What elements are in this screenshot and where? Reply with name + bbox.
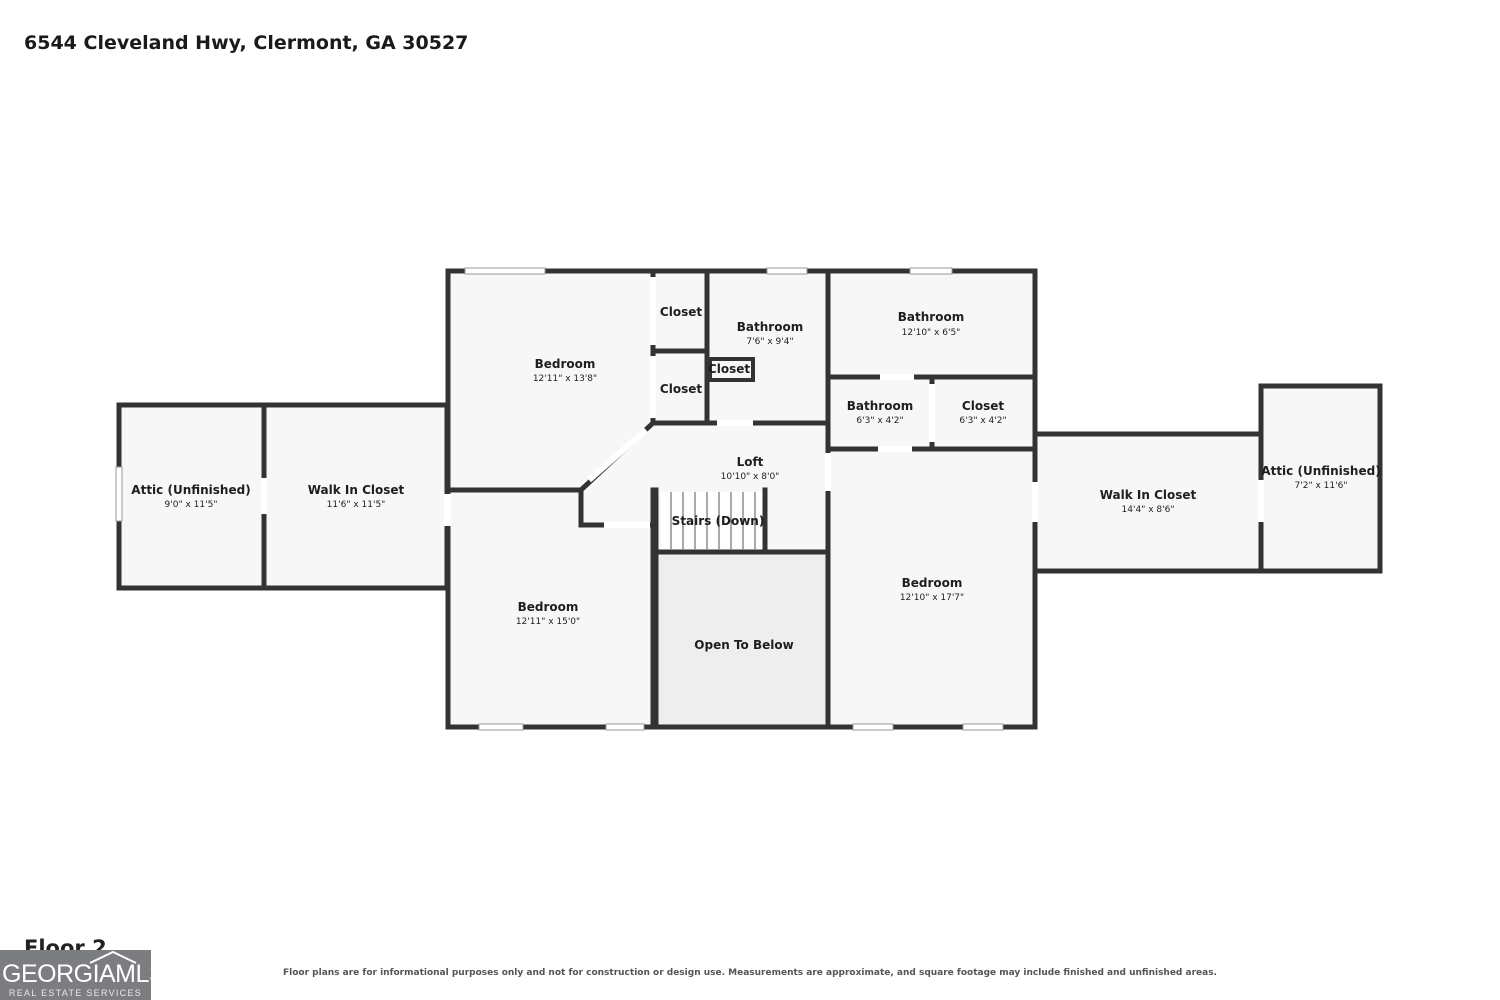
fill-right-attic [1261, 386, 1380, 571]
room-dims-attic-right: 7'2" x 11'6" [1295, 481, 1348, 491]
room-dims-loft: 10'10" x 8'0" [721, 472, 780, 482]
wall-right-attic [1258, 383, 1383, 574]
room-name-bathroom-top-right: Bathroom [898, 310, 964, 324]
room-dims-bathroom-center: 7'6" x 9'4" [746, 337, 793, 347]
room-dims-bedroom-right: 12'10" x 17'7" [900, 593, 964, 603]
room-dims-bathroom-small: 6'3" x 4'2" [856, 416, 903, 426]
roof-icon [89, 950, 137, 964]
fill-left-wing [119, 405, 447, 588]
room-labels: Attic (Unfinished) 9'0" x 11'5" Walk In … [131, 305, 1380, 652]
room-dims-closet-4: 6'3" x 4'2" [959, 416, 1006, 426]
room-name-attic-right: Attic (Unfinished) [1261, 464, 1380, 478]
fill-right-closet [1035, 434, 1261, 571]
door-openings [261, 277, 1264, 528]
room-name-closet-3: Closet [708, 362, 750, 376]
disclaimer: Floor plans are for informational purpos… [283, 968, 1217, 978]
stairs-fill [661, 492, 764, 549]
logo-subtitle: REAL ESTATE SERVICES [8, 988, 143, 998]
room-dims-walk-in-closet-right: 14'4" x 8'6" [1122, 505, 1175, 515]
room-name-bedroom-right: Bedroom [902, 576, 963, 590]
room-name-walk-in-closet-left: Walk In Closet [308, 483, 405, 497]
room-name-bathroom-center: Bathroom [737, 320, 803, 334]
room-dims-bedroom-top-left: 12'11" x 13'8" [533, 374, 597, 384]
room-name-closet-1: Closet [660, 305, 702, 319]
room-name-closet-4: Closet [962, 399, 1004, 413]
logo-name: GEORGIAMLS [2, 960, 151, 988]
property-address: 6544 Cleveland Hwy, Clermont, GA 30527 [24, 32, 469, 54]
georgia-mls-logo: GEORGIAMLS REAL ESTATE SERVICES [0, 950, 151, 1000]
room-dims-attic-left: 9'0" x 11'5" [165, 500, 218, 510]
room-name-bedroom-bottom-left: Bedroom [518, 600, 579, 614]
room-dims-bedroom-bottom-left: 12'11" x 15'0" [516, 617, 580, 627]
room-name-closet-2: Closet [660, 382, 702, 396]
stair-treads [670, 492, 756, 549]
room-dims-walk-in-closet-left: 11'6" x 11'5" [327, 500, 386, 510]
room-name-bathroom-small: Bathroom [847, 399, 913, 413]
windows [115, 267, 1004, 731]
room-name-stairs: Stairs (Down) [672, 514, 765, 528]
room-name-walk-in-closet-right: Walk In Closet [1100, 488, 1197, 502]
room-fills [119, 271, 1380, 727]
room-name-attic-left: Attic (Unfinished) [131, 483, 250, 497]
room-dims-bathroom-top-right: 12'10" x 6'5" [902, 328, 961, 338]
room-name-open-to-below: Open To Below [694, 638, 793, 652]
room-name-loft: Loft [737, 455, 764, 469]
open-to-below-fill [656, 554, 828, 726]
room-name-bedroom-top-left: Bedroom [535, 357, 596, 371]
